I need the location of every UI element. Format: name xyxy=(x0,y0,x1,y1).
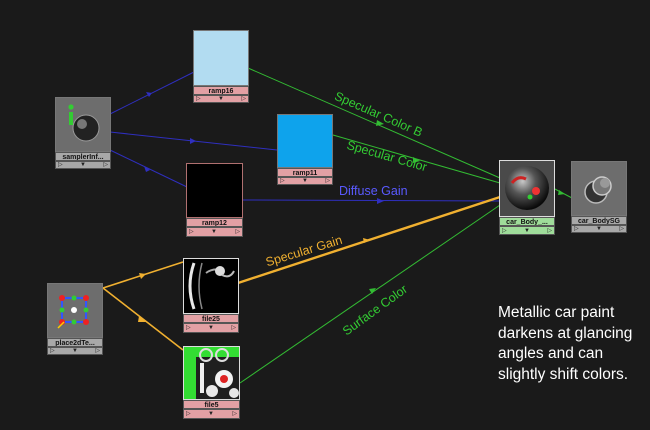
node-car-body-sg[interactable]: car_BodySG ▷▼▷ xyxy=(571,161,627,234)
wire-file5-to-car-body[interactable] xyxy=(239,204,501,384)
node-name: ramp16 xyxy=(193,86,249,95)
wire-sampler-to-ramp12[interactable] xyxy=(109,149,188,188)
car-body-shader-sphere-icon xyxy=(499,160,555,217)
wire-arrow xyxy=(146,92,152,97)
car-paint-texture-thumbnail xyxy=(183,346,240,400)
node-file5[interactable]: file5 ▷▼▷ xyxy=(183,346,240,419)
node-file25[interactable]: file25 ▷▼▷ xyxy=(183,258,239,333)
port-bar[interactable]: ▷▼▷ xyxy=(183,323,239,333)
node-ramp12[interactable]: ramp12 ▷▼▷ xyxy=(186,163,243,238)
node-ramp11[interactable]: ramp11 ▷▼▷ xyxy=(277,114,333,185)
wire-arrow xyxy=(377,198,384,204)
wire-arrow xyxy=(138,316,146,322)
port-bar[interactable]: ▷▼▷ xyxy=(55,161,111,169)
shading-group-icon xyxy=(571,161,627,216)
fresnel-texture-thumbnail xyxy=(183,258,239,314)
node-place2d-texture[interactable]: place2dTe... ▷▼▷ xyxy=(47,283,103,356)
wire-ramp16-to-car-body[interactable] xyxy=(247,67,501,179)
node-ramp16[interactable]: ramp16 ▷▼▷ xyxy=(193,30,249,104)
annotation-note: Metallic car paint darkens at glancing ang… xyxy=(498,303,632,385)
ramp-swatch xyxy=(193,30,249,86)
wire-arrow xyxy=(369,288,376,294)
node-name: place2dTe... xyxy=(47,338,103,347)
node-name: car_Body_... xyxy=(499,217,555,226)
note-line: angles and can xyxy=(498,345,604,362)
node-name: file25 xyxy=(183,314,239,323)
wire-ramp12-to-car-body[interactable] xyxy=(241,199,501,202)
port-bar[interactable]: ▷▼▷ xyxy=(186,227,243,237)
node-sampler-info[interactable]: samplerInf... ▷▼▷ xyxy=(55,97,111,169)
wire-arrow xyxy=(363,238,370,243)
port-bar[interactable]: ▷▼▷ xyxy=(571,225,627,233)
node-name: car_BodySG xyxy=(571,216,627,225)
ramp-swatch xyxy=(277,114,333,168)
note-line: Metallic car paint xyxy=(498,304,615,321)
wire-arrow xyxy=(413,157,420,163)
wire-arrow xyxy=(558,190,565,195)
port-bar[interactable]: ▷▼▷ xyxy=(277,177,333,185)
port-bar[interactable]: ▷▼▷ xyxy=(193,95,249,103)
ramp-swatch xyxy=(186,163,243,218)
wire-arrow xyxy=(376,120,384,126)
wire-arrow xyxy=(139,273,146,279)
wire-place2d-to-file5[interactable] xyxy=(102,287,184,351)
sampler-info-icon xyxy=(55,97,111,152)
label-diffuse-gain: Diffuse Gain xyxy=(339,184,408,198)
port-bar[interactable]: ▷▼▷ xyxy=(499,226,555,235)
node-name: ramp12 xyxy=(186,218,243,227)
node-name: ramp11 xyxy=(277,168,333,177)
note-line: darkens at glancing xyxy=(498,324,633,342)
node-name: samplerInf... xyxy=(55,152,111,161)
wire-arrow xyxy=(190,138,196,144)
node-car-body-shader[interactable]: car_Body_... ▷▼▷ xyxy=(499,160,555,235)
port-bar[interactable]: ▷▼▷ xyxy=(183,409,240,419)
node-name: file5 xyxy=(183,400,240,409)
port-bar[interactable]: ▷▼▷ xyxy=(47,347,103,355)
wire-arrow xyxy=(144,166,150,172)
note-line: slightly shift colors. xyxy=(498,365,629,383)
place2d-texture-icon xyxy=(47,283,103,338)
